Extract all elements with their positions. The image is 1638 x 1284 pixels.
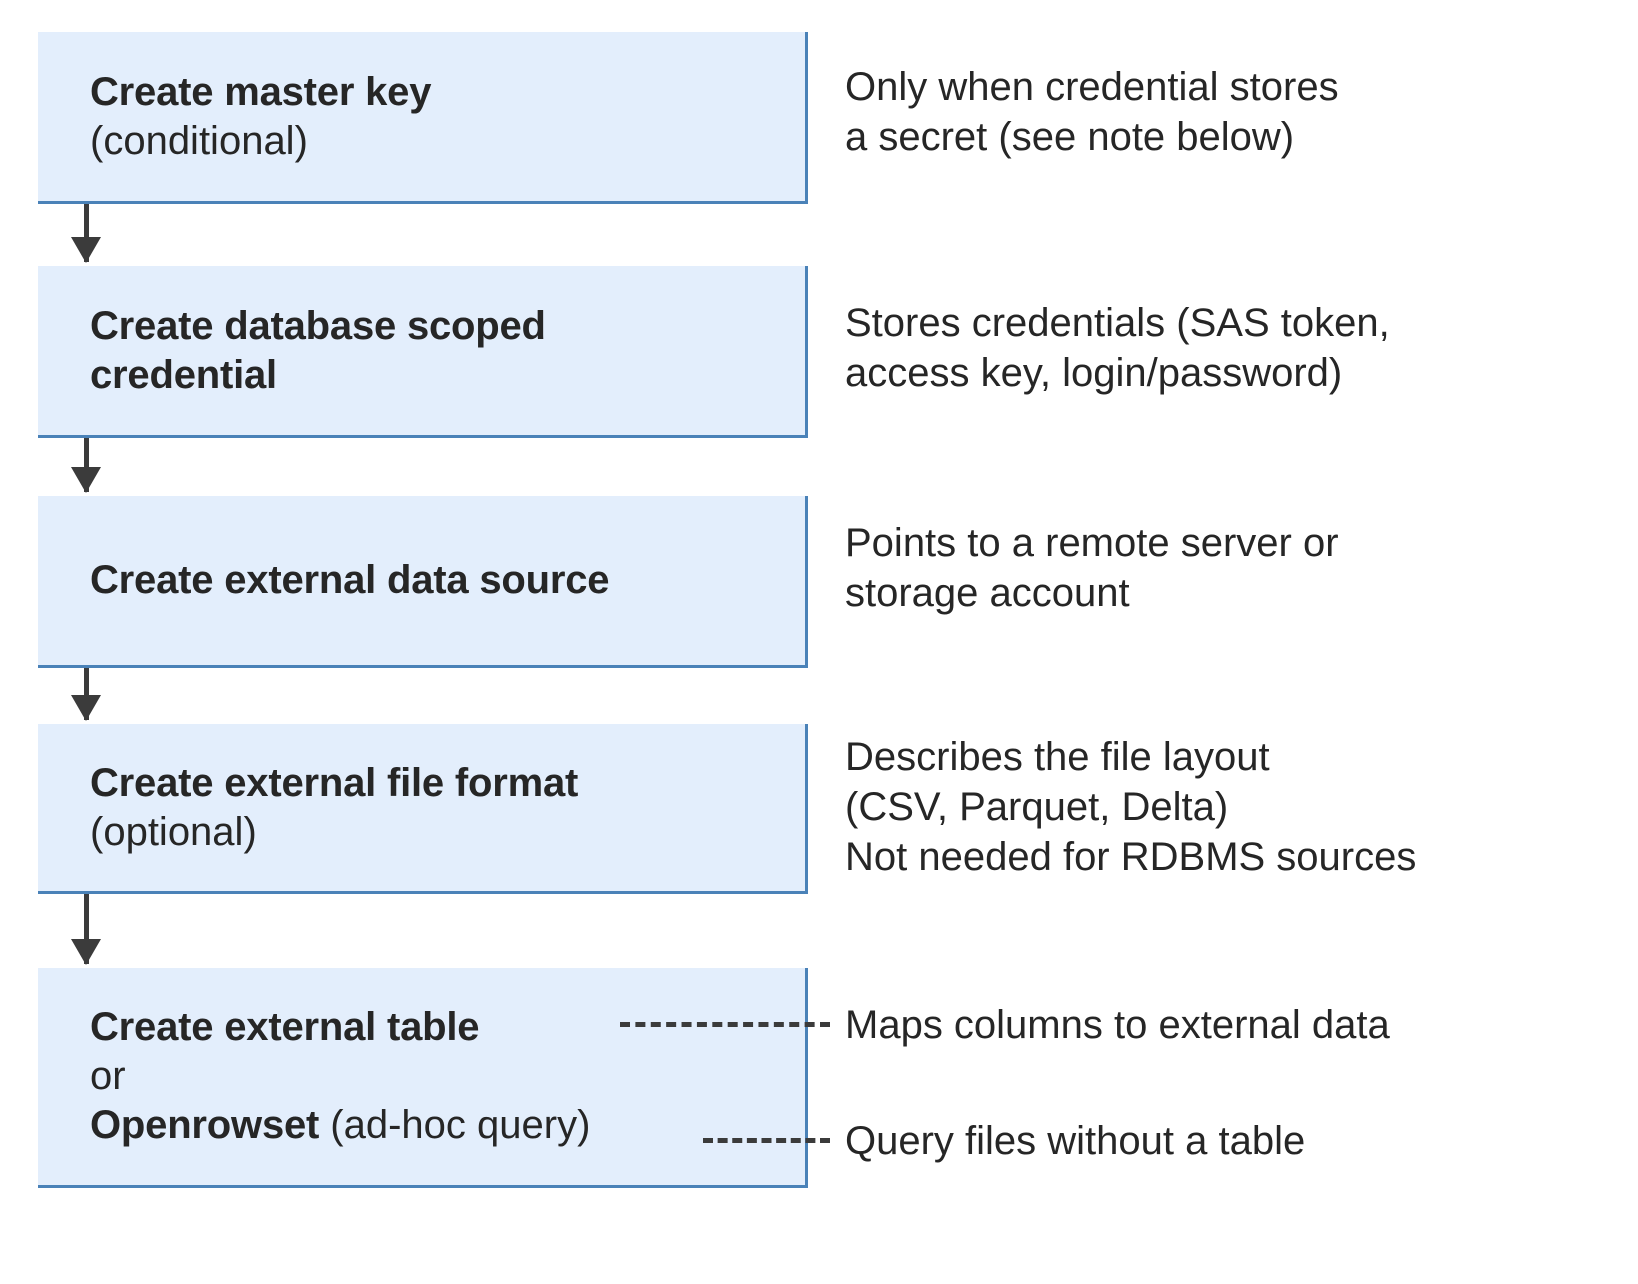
arrow-head-icon xyxy=(71,695,101,721)
arrow-head-icon xyxy=(71,237,101,263)
arrow-stem xyxy=(84,438,89,492)
arrow-master-key-to-scoped-credential xyxy=(71,204,101,263)
step-box-file-format[interactable]: Create external file format (optional) xyxy=(38,724,808,894)
arrow-file-format-to-external-table xyxy=(71,894,101,965)
step-title-openrowset: Openrowset xyxy=(90,1102,320,1147)
step-box-external-table[interactable]: Create external table or Openrowset (ad-… xyxy=(38,968,808,1188)
note-file-format: Describes the file layout (CSV, Parquet,… xyxy=(845,735,1417,879)
step-title-scoped-credential-line2: credential xyxy=(90,352,277,397)
note-data-source: Points to a remote server or storage acc… xyxy=(845,521,1339,615)
step-subtitle-master-key: (conditional) xyxy=(90,118,308,163)
step-subtitle-file-format: (optional) xyxy=(90,809,257,854)
step-title-data-source: Create external data source xyxy=(90,558,610,603)
step-title-master-key: Create master key xyxy=(90,69,432,114)
step-box-scoped-credential[interactable]: Create database scoped credential xyxy=(38,266,808,438)
note-external-table: Maps columns to external data xyxy=(845,1003,1390,1047)
step-box-data-source[interactable]: Create external data source xyxy=(38,496,808,668)
arrow-data-source-to-file-format xyxy=(71,668,101,721)
dashed-leader-openrowset xyxy=(703,1138,830,1143)
step-title-external-table: Create external table xyxy=(90,1005,480,1050)
step-title-scoped-credential: Create database scoped xyxy=(90,303,546,348)
arrow-head-icon xyxy=(71,939,101,965)
step-box-master-key[interactable]: Create master key (conditional) xyxy=(38,32,808,204)
note-openrowset: Query files without a table xyxy=(845,1119,1306,1163)
step-title-openrowset-line: Openrowset (ad-hoc query) xyxy=(90,1101,795,1150)
arrow-scoped-credential-to-data-source xyxy=(71,438,101,493)
arrow-head-icon xyxy=(71,467,101,493)
arrow-stem xyxy=(84,894,89,964)
dashed-leader-external-table xyxy=(620,1022,830,1027)
note-master-key: Only when credential stores a secret (se… xyxy=(845,65,1339,159)
step-suffix-openrowset: (ad-hoc query) xyxy=(319,1102,591,1147)
step-connector-or: or xyxy=(90,1054,126,1099)
note-scoped-credential: Stores credentials (SAS token, access ke… xyxy=(845,301,1390,395)
step-title-file-format: Create external file format xyxy=(90,760,579,805)
arrow-stem xyxy=(84,668,89,720)
arrow-stem xyxy=(84,204,89,262)
